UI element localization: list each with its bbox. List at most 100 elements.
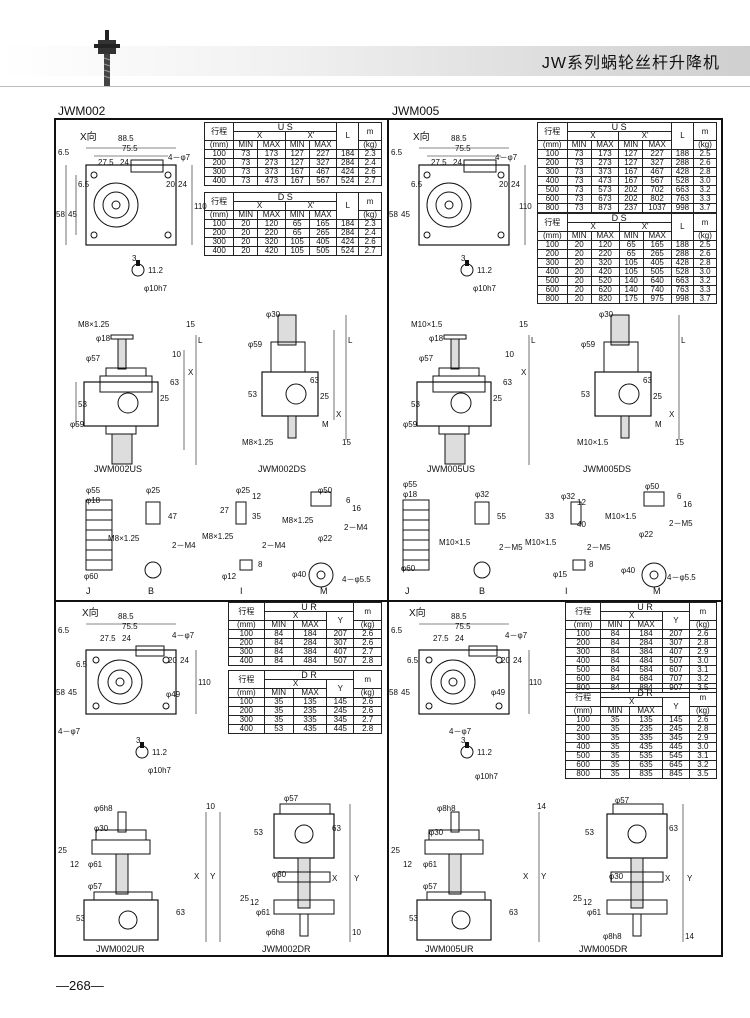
acc-d12: φ12	[222, 572, 237, 581]
table-cell: 998	[670, 294, 695, 304]
ds-h25: 25	[320, 392, 329, 401]
dim-24: 24	[455, 634, 464, 643]
table-cell: 567	[308, 176, 338, 186]
acc-d25b: φ32	[561, 492, 576, 501]
ur-h10: 10	[206, 802, 215, 811]
model-label-jwm005: JWM005	[392, 104, 440, 118]
dr-d30: φ30	[272, 870, 287, 879]
acc-n16: 16	[352, 504, 361, 513]
acc-d22: φ22	[639, 530, 654, 539]
dim-20: 20	[166, 180, 175, 189]
ur-x: X	[194, 872, 200, 881]
dim-11-2: 11.2	[152, 748, 167, 757]
ds-d59: φ59	[248, 340, 263, 349]
dr-h25: 25	[240, 894, 249, 903]
us-caption: JWM005US	[427, 464, 476, 474]
table-cell: 507	[326, 656, 355, 666]
ur-caption: JWM002UR	[96, 944, 145, 954]
dim-key: 3	[461, 736, 466, 745]
dim-27-5: 27.5	[433, 634, 449, 643]
ur-d8h8: φ8h8	[437, 804, 456, 813]
us-h63: 63	[170, 378, 179, 387]
table-cell: 2.8	[353, 656, 382, 666]
acc-h8: 8	[589, 560, 594, 569]
ur-h12: 12	[70, 860, 79, 869]
us-x: X	[188, 368, 194, 377]
acc-d18: φ18	[403, 490, 418, 499]
jwm002r-drawing	[83, 623, 351, 942]
dim-shaft: φ10h7	[144, 284, 167, 293]
dim-58: 58	[389, 688, 398, 697]
dim-27-5: 27.5	[100, 634, 116, 643]
ds-h15: 15	[342, 438, 351, 447]
ur-h53: 53	[409, 914, 418, 923]
acc-B: B	[148, 586, 155, 596]
ur-caption: JWM005UR	[425, 944, 474, 954]
ds-h15: 15	[675, 438, 684, 447]
dim-key: 3	[132, 254, 137, 263]
table-cell: 473	[257, 176, 286, 186]
quadrant-jwm005-ur-dr: X向 88.5 75.5 6.5 27.5 24 4－φ7 4－φ7 20 24…	[389, 602, 721, 955]
ur-d57: φ57	[423, 882, 438, 891]
table-cell: 484	[292, 656, 328, 666]
us-d57: φ57	[86, 354, 101, 363]
quadrant-jwm002-ur-dr: X向 88.5 75.5 6.5 27.5 24 4－φ7 4－φ7 20 24…	[56, 602, 387, 955]
us-L: L	[531, 336, 536, 345]
dr-d30: φ30	[609, 872, 624, 881]
dr-x: X	[665, 874, 671, 883]
x-direction-label: X向	[82, 608, 99, 619]
dr-d61: φ61	[256, 908, 271, 917]
x-direction-label: X向	[80, 132, 97, 143]
ur-d30: φ30	[94, 824, 109, 833]
dim-110: 110	[529, 678, 542, 687]
acc-d55: φ55	[86, 486, 101, 495]
dim-shaft: φ10h7	[475, 772, 498, 781]
table-cell: 73	[233, 176, 259, 186]
table-cell: 400	[203, 246, 235, 256]
dim-6-5: 6.5	[58, 148, 70, 157]
dim-key: 3	[136, 736, 141, 745]
table-cell: 20	[566, 294, 592, 304]
ur-y: Y	[210, 872, 216, 881]
us-caption: JWM002US	[94, 464, 143, 474]
us-h10: 10	[172, 350, 181, 359]
table-cell: 237	[618, 203, 644, 213]
acc-h27: 33	[545, 512, 554, 521]
acc-d25b: φ25	[236, 486, 251, 495]
dim-45: 45	[68, 210, 77, 219]
dr-h53: 53	[254, 828, 263, 837]
dim-58: 58	[56, 210, 65, 219]
acc-d40: φ40	[621, 566, 636, 575]
ur-h25: 25	[58, 846, 67, 855]
dim-24b: 24	[513, 656, 522, 665]
acc-m4b: 2－M4	[262, 541, 286, 550]
us-thread: M8×1.25	[78, 320, 110, 329]
acc-h27: 27	[220, 506, 229, 515]
ds-L: L	[681, 336, 686, 345]
acc-m4b: 2－M5	[587, 543, 611, 552]
dim-6-5: 6.5	[391, 626, 403, 635]
dim-110: 110	[519, 202, 532, 211]
acc-I: I	[565, 586, 568, 596]
acc-h35: 40	[577, 520, 586, 529]
table-cell: 84	[263, 656, 294, 666]
acc-m4: 2－M5	[499, 543, 523, 552]
dim-45: 45	[68, 688, 77, 697]
dim-hole2: 4－φ7	[449, 727, 472, 736]
quadrant-jwm002-us-ds: X向 88.5 75.5 6.5 27.5 24 4－φ7 20 24 110 …	[56, 120, 387, 600]
dr-d57: φ57	[615, 796, 630, 805]
x-direction-label: X向	[409, 608, 426, 619]
us-h25: 25	[493, 394, 502, 403]
acc-M: M	[320, 586, 328, 596]
